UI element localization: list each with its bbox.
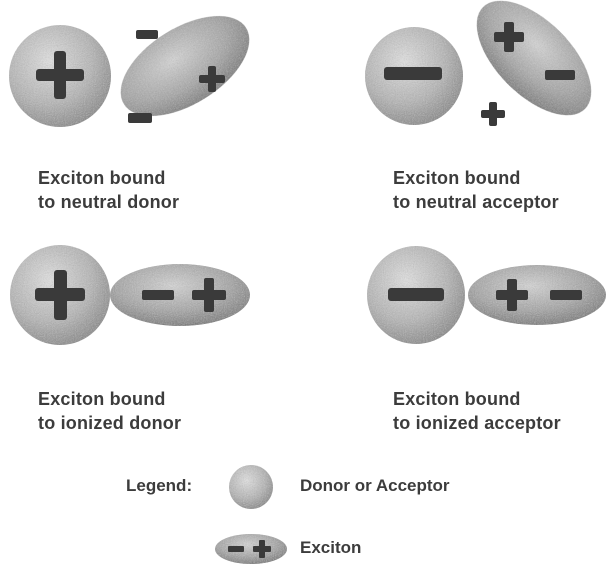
minus-sign-icon — [228, 546, 244, 552]
caption-line: Exciton bound — [38, 387, 181, 411]
minus-sign-icon — [142, 290, 174, 300]
exciton-ellipse — [457, 0, 608, 135]
caption-line: Exciton bound — [38, 166, 179, 190]
exciton-ellipse — [468, 265, 606, 325]
panel-neutral-donor — [9, 0, 266, 136]
minus-sign-icon — [388, 288, 444, 301]
panel-ionized-acceptor — [367, 246, 606, 344]
exciton-ellipse — [110, 264, 250, 326]
caption-line: Exciton bound — [393, 166, 559, 190]
caption-ionized-acceptor: Exciton bound to ionized acceptor — [393, 387, 561, 435]
minus-sign-icon — [128, 113, 152, 123]
legend-impurity-label: Donor or Acceptor — [300, 476, 450, 496]
exciton-ellipse-icon — [215, 534, 287, 564]
minus-sign-icon — [384, 67, 442, 80]
panel-ionized-donor — [10, 245, 250, 345]
minus-sign-icon — [550, 290, 582, 300]
legend-exciton-label: Exciton — [300, 538, 361, 558]
caption-line: to neutral donor — [38, 190, 179, 214]
caption-neutral-acceptor: Exciton bound to neutral acceptor — [393, 166, 559, 214]
panel-neutral-acceptor — [365, 0, 608, 135]
caption-line: to ionized donor — [38, 411, 181, 435]
caption-neutral-donor: Exciton bound to neutral donor — [38, 166, 179, 214]
donor-acceptor-sphere-icon — [229, 465, 273, 509]
caption-line: to neutral acceptor — [393, 190, 559, 214]
minus-sign-icon — [545, 70, 575, 80]
minus-sign-icon — [136, 30, 158, 39]
caption-ionized-donor: Exciton bound to ionized donor — [38, 387, 181, 435]
caption-line: to ionized acceptor — [393, 411, 561, 435]
caption-line: Exciton bound — [393, 387, 561, 411]
legend-symbols — [215, 465, 287, 564]
plus-sign-icon — [481, 102, 505, 126]
legend-title: Legend: — [126, 476, 192, 496]
